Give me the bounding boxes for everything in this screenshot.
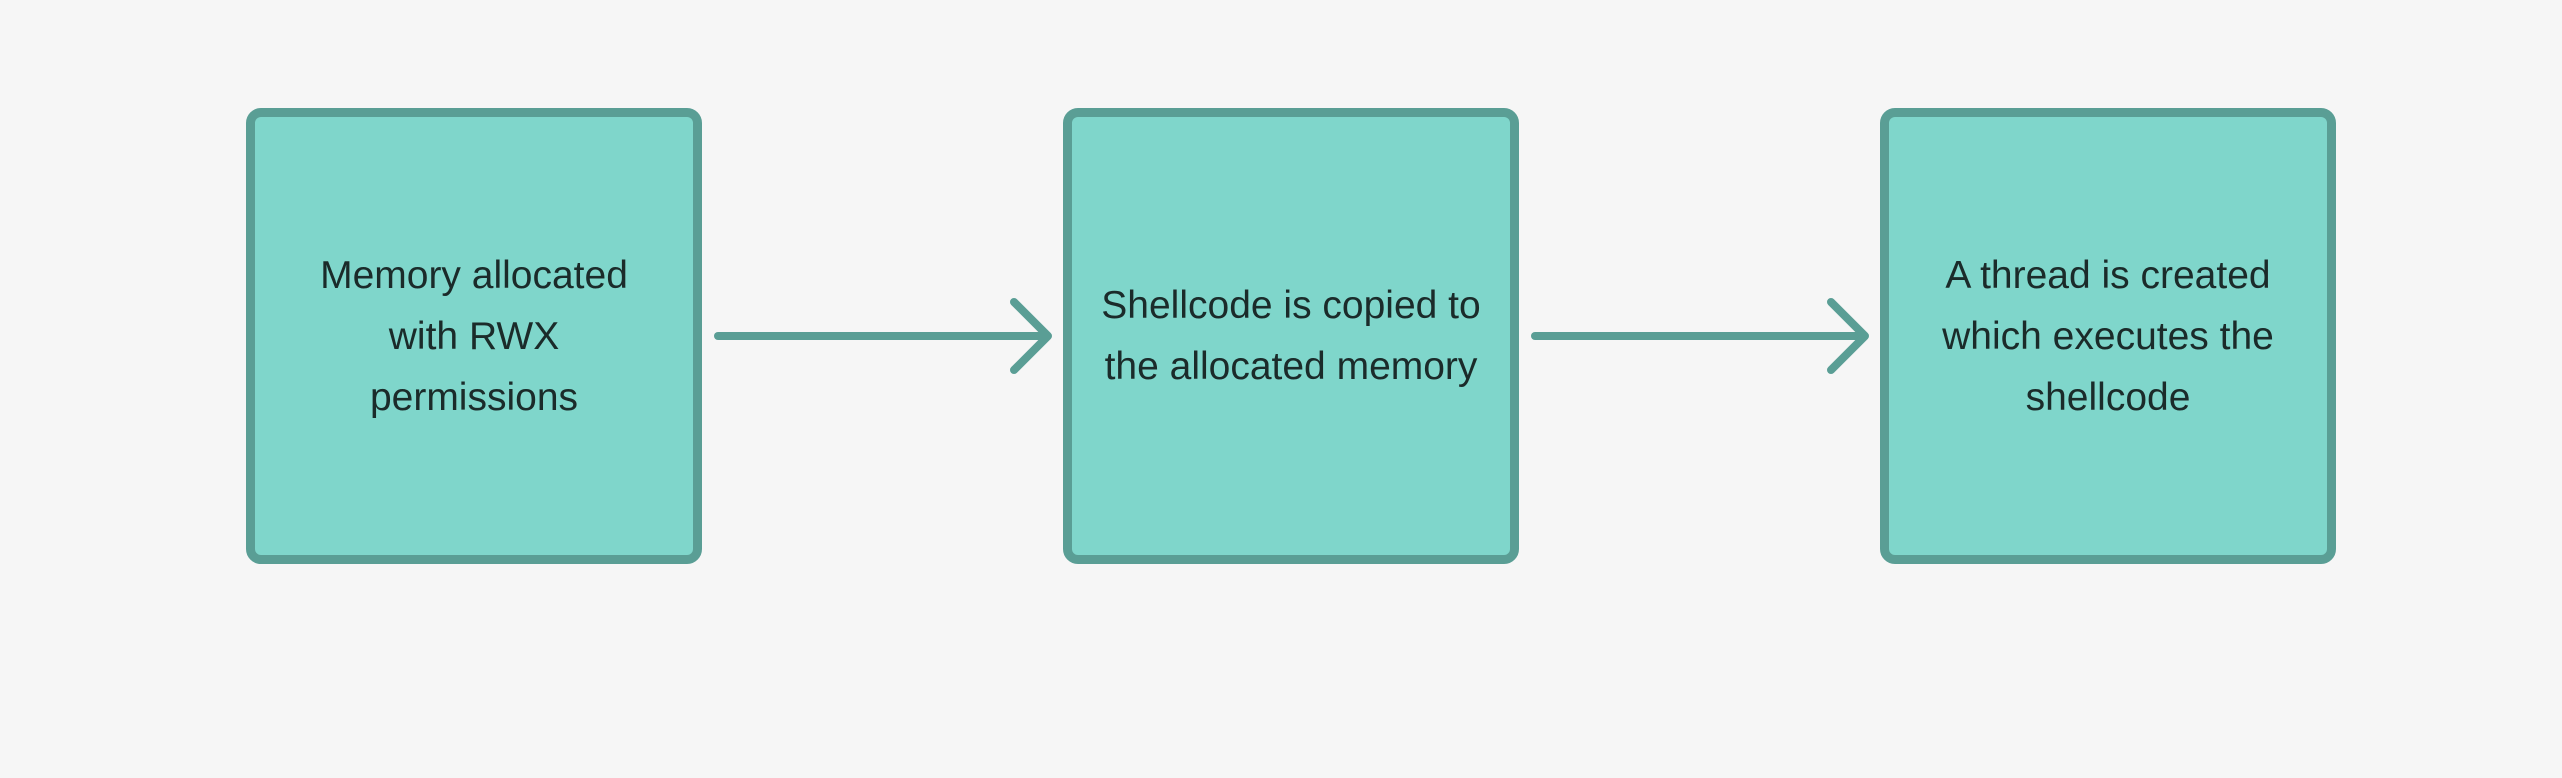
arrow-right-icon [714,298,1052,374]
step-box-thread-execution: A thread is created which executes the s… [1880,108,2336,564]
arrow-right-icon [1531,298,1869,374]
step-box-memory-allocation: Memory allocated with RWX permissions [246,108,702,564]
step-box-shellcode-copy: Shellcode is copied to the allocated mem… [1063,108,1519,564]
step-label-shellcode-copy: Shellcode is copied to the allocated mem… [1101,284,1481,388]
step-label-memory-allocation: Memory allocated with RWX permissions [320,253,628,419]
step-label-thread-execution: A thread is created which executes the s… [1942,253,2274,419]
